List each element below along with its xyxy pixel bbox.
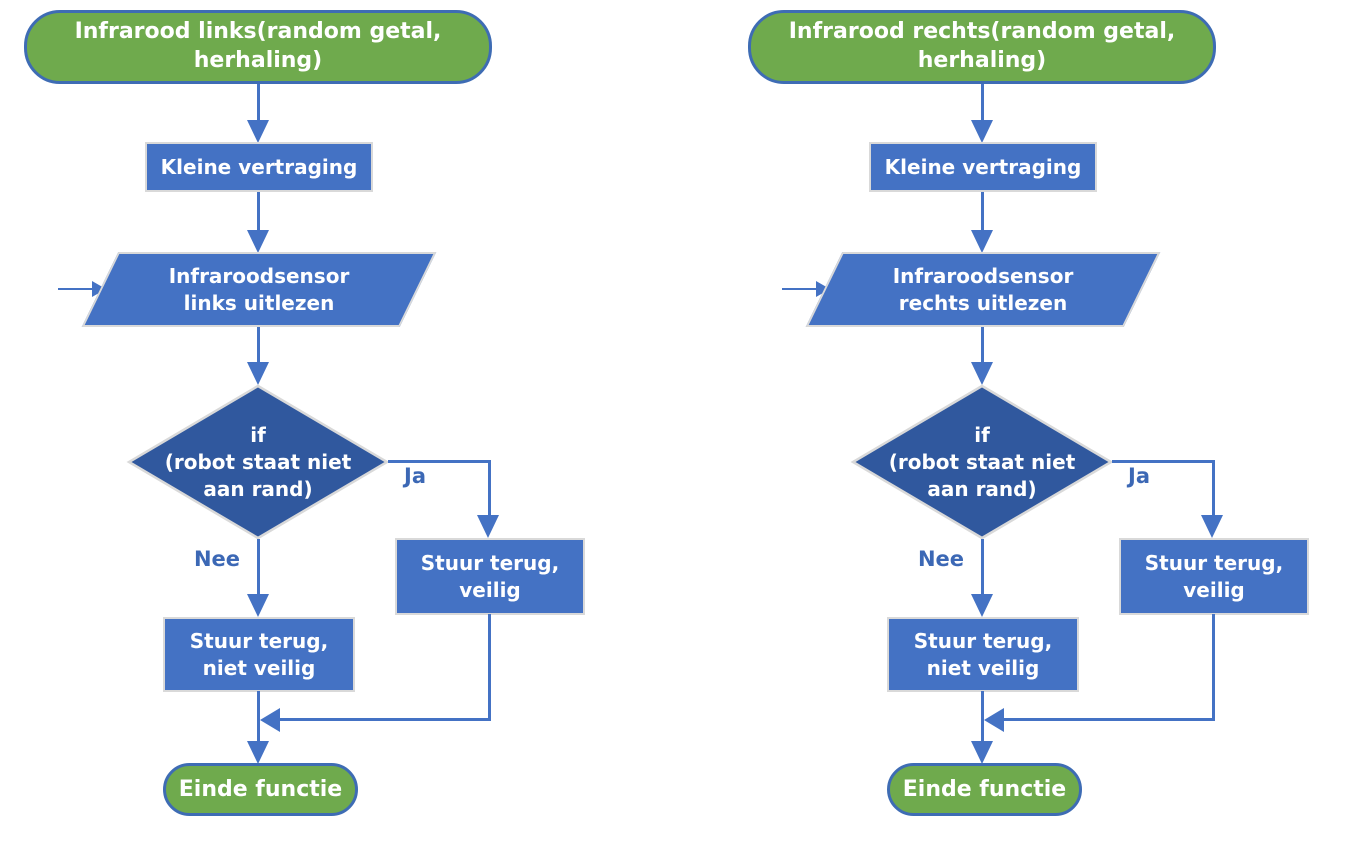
connector-no-vertical — [981, 539, 984, 594]
connector-merge-vertical — [1212, 614, 1215, 721]
branch-label-ja: Ja — [1128, 464, 1150, 488]
start-terminator: Infrarood rechts(random getal, herhaling… — [748, 10, 1216, 84]
flowchart-infrarood-links: Infrarood links(random getal, herhaling)… — [0, 0, 620, 842]
connector-merge-vertical — [488, 614, 491, 721]
arrowhead-down-icon — [247, 594, 269, 617]
io-sensor-label: Infraroodsensor rechts uitlezen — [892, 263, 1074, 315]
connector-to-end — [257, 691, 260, 742]
end-terminator: Einde functie — [163, 763, 358, 816]
arrowhead-down-icon — [247, 362, 269, 385]
process-yes: Stuur terug, veilig — [395, 538, 585, 615]
connector-yes-vertical — [488, 460, 491, 515]
end-terminator: Einde functie — [887, 763, 1082, 816]
arrowhead-down-icon — [247, 120, 269, 143]
arrowhead-down-icon — [247, 230, 269, 253]
connector-yes-horizontal — [388, 460, 491, 463]
decision-diamond — [850, 384, 1114, 540]
branch-label-nee: Nee — [917, 547, 965, 571]
connector-sensor-to-decision — [257, 327, 260, 362]
arrowhead-down-icon — [247, 741, 269, 764]
arrowhead-left-icon — [984, 708, 1004, 732]
arrowhead-down-icon — [971, 120, 993, 143]
arrowhead-down-icon — [477, 515, 499, 538]
branch-label-ja: Ja — [404, 464, 426, 488]
process-yes: Stuur terug, veilig — [1119, 538, 1309, 615]
connector-loop-entry — [58, 288, 94, 290]
connector-no-vertical — [257, 539, 260, 594]
process-delay: Kleine vertraging — [145, 142, 373, 192]
process-no: Stuur terug, niet veilig — [887, 617, 1079, 692]
process-delay: Kleine vertraging — [869, 142, 1097, 192]
decision-label: if (robot staat niet aan rand) — [888, 422, 1076, 501]
arrowhead-down-icon — [1201, 515, 1223, 538]
connector-loop-entry — [782, 288, 818, 290]
decision-label: if (robot staat niet aan rand) — [164, 422, 352, 501]
io-sensor-label: Infraroodsensor links uitlezen — [168, 263, 350, 315]
start-terminator: Infrarood links(random getal, herhaling) — [24, 10, 492, 84]
connector-yes-vertical — [1212, 460, 1215, 515]
arrowhead-down-icon — [971, 741, 993, 764]
connector-merge-horizontal — [1002, 718, 1215, 721]
branch-label-nee: Nee — [193, 547, 241, 571]
connector-to-end — [981, 691, 984, 742]
process-no: Stuur terug, niet veilig — [163, 617, 355, 692]
arrowhead-down-icon — [971, 594, 993, 617]
connector-start-to-delay — [981, 84, 984, 120]
connector-start-to-delay — [257, 84, 260, 120]
flowchart-infrarood-rechts: Infrarood rechts(random getal, herhaling… — [724, 0, 1344, 842]
arrowhead-down-icon — [971, 230, 993, 253]
connector-delay-to-sensor — [257, 192, 260, 230]
connector-sensor-to-decision — [981, 327, 984, 362]
decision-diamond — [126, 384, 390, 540]
connector-merge-horizontal — [278, 718, 491, 721]
connector-yes-horizontal — [1112, 460, 1215, 463]
arrowhead-left-icon — [260, 708, 280, 732]
connector-delay-to-sensor — [981, 192, 984, 230]
arrowhead-down-icon — [971, 362, 993, 385]
